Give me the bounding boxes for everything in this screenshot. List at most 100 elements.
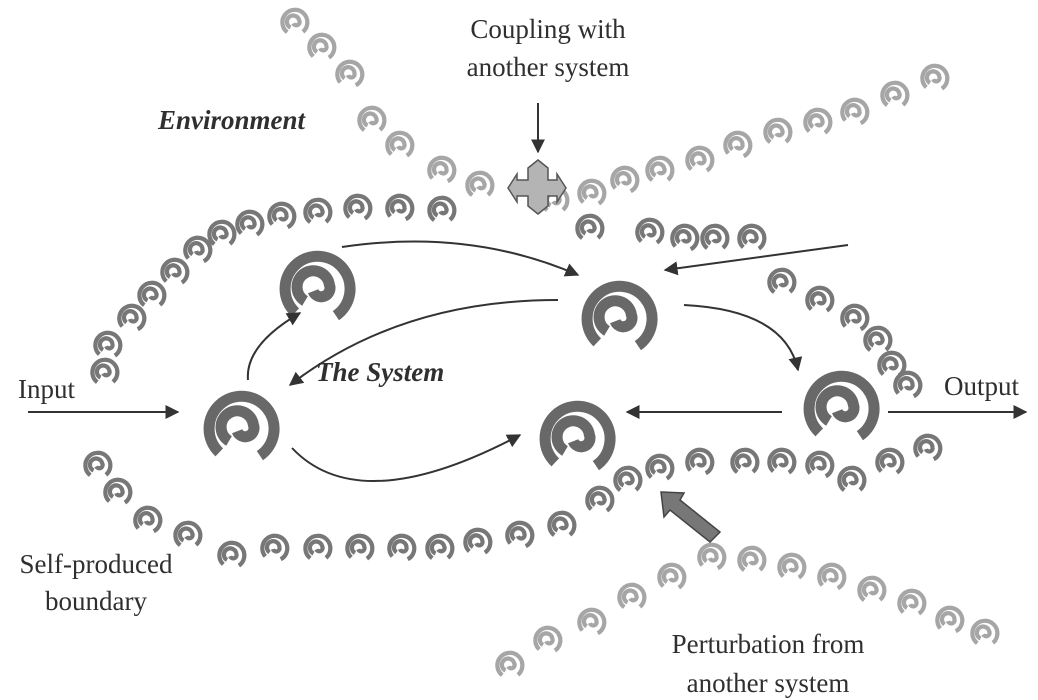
spiral-icon (134, 507, 161, 532)
component-spiral-right (809, 376, 874, 435)
spiral-icon (769, 450, 794, 473)
spiral-icon (184, 237, 211, 262)
perturbation-label-line2: another system (687, 668, 850, 698)
spiral-icon (304, 199, 331, 224)
component-spiral-top-left (285, 256, 350, 315)
spiral-icon (309, 35, 334, 58)
spiral-icon (881, 82, 908, 107)
spiral-icon (208, 221, 235, 246)
spiral-icon (496, 652, 523, 677)
arrow-return (288, 299, 559, 386)
spiral-icon (805, 110, 830, 133)
spiral-icon (261, 535, 288, 560)
spiral-icon (671, 225, 698, 250)
spiral-icon (618, 584, 645, 609)
boundary-label-line2: boundary (45, 586, 147, 616)
boundary-chain-upper-right (576, 215, 764, 250)
spiral-icon (806, 452, 833, 477)
spiral-icon (838, 467, 865, 492)
spiral-icon (768, 269, 795, 294)
spiral-icon (731, 449, 758, 474)
diagram-labels: Coupling with another system Environment… (18, 14, 1020, 698)
spiral-icon (84, 452, 111, 477)
spiral-icon (687, 148, 712, 171)
spiral-icon (304, 535, 331, 560)
spiral-icon (899, 591, 924, 614)
spiral-icon (922, 66, 947, 89)
perturbation-arrow-icon (660, 491, 722, 544)
spiral-icon (818, 564, 845, 589)
spiral-icon (428, 157, 455, 182)
spiral-icon (971, 620, 998, 645)
spiral-icon (237, 212, 262, 235)
component-spiral-top-right (587, 286, 652, 345)
spiral-icon (646, 157, 673, 182)
spiral-icon (914, 435, 941, 460)
process-arrows (28, 103, 1028, 482)
spiral-icon (105, 480, 130, 503)
spiral-icon (548, 512, 575, 537)
external-chain-top-left (281, 9, 493, 197)
arrow-external-in (663, 244, 849, 276)
spiral-icon (764, 119, 791, 144)
spiral-icon (877, 450, 902, 473)
component-spiral-bottom (545, 406, 610, 465)
spiral-icon (387, 133, 412, 156)
spiral-icon (739, 226, 764, 249)
spiral-icon (779, 555, 804, 578)
external-chain-top-right (541, 66, 947, 212)
spiral-icon (91, 359, 118, 384)
spiral-icon (841, 99, 868, 124)
spiral-icon (936, 607, 963, 632)
spiral-icon (138, 282, 165, 307)
perturbation-label-line1: Perturbation from (672, 629, 865, 659)
spiral-icon (268, 203, 295, 228)
output-label: Output (944, 371, 1020, 401)
spiral-icon (358, 107, 385, 132)
system-label: The System (316, 357, 444, 387)
spiral-icon (386, 195, 413, 220)
spiral-icon (506, 522, 533, 547)
boundary-label-line1: Self-produced (20, 549, 173, 579)
spiral-icon (724, 132, 751, 157)
arrow-bottom (291, 434, 522, 482)
spiral-icon (587, 488, 612, 511)
spiral-icon (118, 305, 145, 330)
input-label: Input (18, 374, 75, 404)
spiral-icon (894, 372, 921, 397)
arrow-top (341, 240, 580, 277)
spiral-icon (647, 456, 672, 479)
arrow-top-right (683, 304, 803, 372)
spiral-icon (738, 547, 765, 572)
boundary-chain-upper-left (91, 195, 455, 384)
spiral-icon (466, 172, 493, 197)
spiral-icon (162, 260, 187, 283)
spiral-icon (535, 628, 560, 651)
spiral-icon (611, 167, 638, 192)
spiral-icon (388, 535, 415, 560)
spiral-icon (879, 353, 904, 376)
spiral-icon (174, 522, 201, 547)
spiral-icon (579, 181, 604, 204)
spiral-icon (219, 543, 244, 566)
spiral-icon (347, 536, 372, 559)
spiral-icon (659, 565, 684, 588)
environment-label: Environment (157, 105, 307, 135)
spiral-icon (858, 577, 885, 602)
spiral-icon (578, 609, 605, 634)
arrow-left-up (246, 312, 302, 381)
spiral-icon (281, 9, 308, 34)
spiral-icon (701, 225, 728, 250)
spiral-icon (614, 467, 641, 492)
spiral-icon (428, 197, 455, 222)
spiral-icon (841, 305, 868, 330)
component-spiral-left (209, 396, 274, 455)
boundary-chain-lower-right (614, 435, 941, 492)
coupling-label-line1: Coupling with (470, 14, 626, 44)
spiral-icon (336, 61, 363, 86)
spiral-icon (637, 220, 662, 243)
spiral-icon (426, 535, 453, 560)
spiral-icon (95, 333, 120, 356)
spiral-icon (807, 288, 832, 311)
